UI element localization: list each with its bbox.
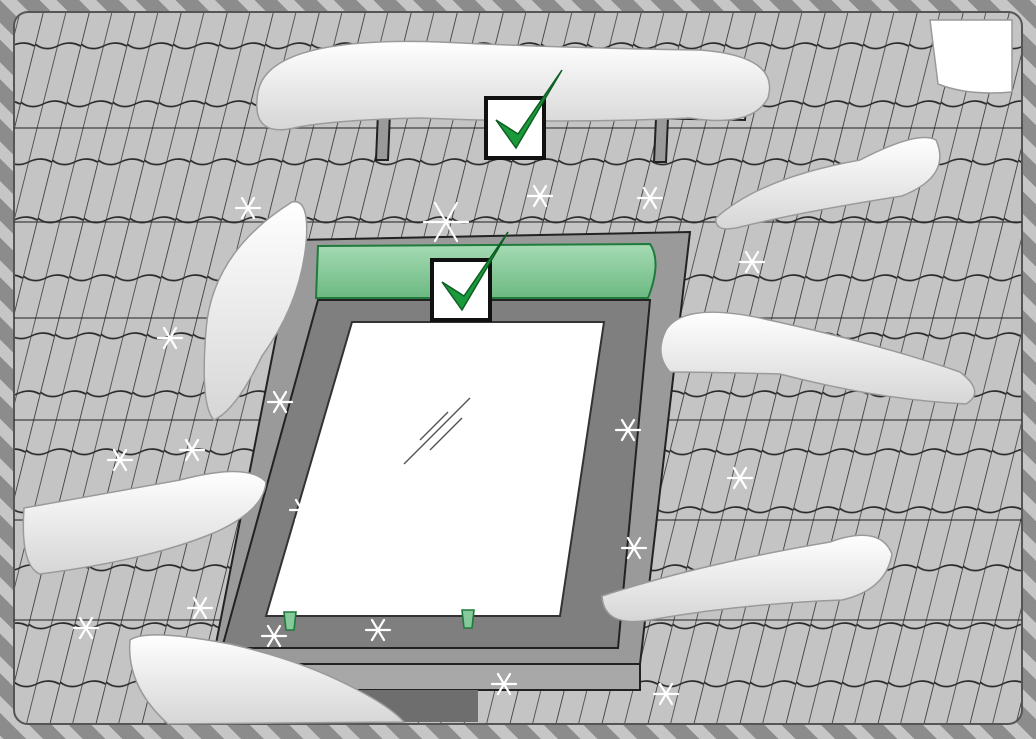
snowflake-icon: [422, 201, 470, 243]
snow-drift: [660, 311, 976, 405]
snow-drift: [256, 40, 771, 131]
checkmark-icon: [495, 69, 563, 150]
window-glass: [264, 321, 606, 617]
snow-drift: [203, 201, 308, 421]
snowflake-icon: [234, 196, 262, 220]
snowflake-icon: [186, 596, 214, 620]
snow-drift: [929, 19, 1013, 94]
roof-window: [178, 230, 692, 722]
snowflake-icon: [178, 438, 206, 462]
snowflake-icon: [738, 250, 766, 274]
glass-reflection: [403, 397, 471, 465]
snowflake-icon: [490, 672, 518, 696]
snowflake-icon: [364, 618, 392, 642]
checkmark-icon: [441, 231, 509, 312]
snowflakes: [72, 184, 766, 706]
snowflake-icon: [726, 466, 754, 490]
snow-guard-check: [484, 69, 563, 160]
snowflake-icon: [652, 682, 680, 706]
snowflake-icon: [260, 624, 288, 648]
snowflake-icon: [636, 186, 664, 210]
snow-drifts: [22, 19, 1013, 725]
snowflake-icon: [614, 418, 642, 442]
snow-drift: [128, 634, 406, 725]
snowflake-icon: [526, 184, 554, 208]
snowflake-icon: [156, 326, 184, 350]
snow-drift: [22, 470, 267, 575]
snowflake-icon: [72, 616, 100, 640]
snowflake-icon: [288, 498, 316, 522]
snow-drift: [601, 534, 893, 623]
flashing-cover-check: [430, 231, 509, 322]
window-handle: [283, 609, 475, 631]
snow-drift: [715, 136, 941, 230]
snowflake-icon: [620, 536, 648, 560]
snowflake-icon: [266, 390, 294, 414]
snowflake-icon: [552, 456, 580, 480]
snowflake-icon: [106, 448, 134, 472]
